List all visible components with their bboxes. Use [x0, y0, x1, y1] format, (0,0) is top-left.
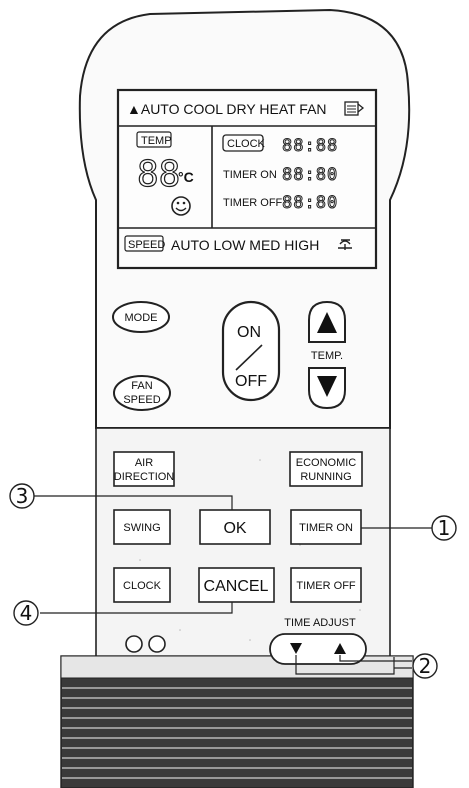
timer-on-button[interactable]: TIMER ON [290, 509, 362, 545]
callout-3-number: 3 [16, 484, 29, 508]
mode-button-label: MODE [125, 312, 158, 324]
economic-running-button[interactable]: ECONOMIC RUNNING [289, 451, 363, 487]
time-adjust-control [269, 633, 367, 665]
arrow-up-small-icon [334, 643, 346, 654]
on-label: ON [237, 324, 261, 341]
temp-label: TEMP. [311, 350, 343, 362]
timer-on-label: TIMER ON [299, 522, 353, 534]
battery-cover [60, 655, 414, 788]
callout-2: 2 [412, 653, 438, 679]
lcd-timer-off-value: 88:80 [282, 193, 338, 213]
fan-speed-label-2: SPEED [123, 394, 160, 406]
arrow-down-small-icon [290, 643, 302, 654]
air-direction-button[interactable]: AIR DIRECTION [113, 451, 175, 487]
air-direction-label-1: AIR [135, 457, 153, 469]
temp-up-button[interactable] [308, 300, 346, 343]
callout-4-number: 4 [20, 601, 33, 625]
fan-speed-button[interactable]: FAN SPEED [113, 375, 171, 411]
clock-label: CLOCK [123, 580, 162, 592]
fan-speed-label-1: FAN [131, 380, 152, 392]
ok-label: OK [223, 520, 246, 537]
callout-lines [32, 495, 432, 675]
lcd-clock-value: 88:88 [282, 136, 338, 156]
temp-down-button[interactable] [308, 367, 346, 410]
indicator-led-right [148, 635, 166, 653]
lcd-timer-off-label: TIMER OFF [223, 197, 283, 209]
on-off-button[interactable]: ON OFF [221, 300, 281, 402]
mode-button[interactable]: MODE [112, 301, 170, 333]
lcd-mode-row: ▲AUTO COOL DRY HEAT FAN [127, 101, 327, 117]
indicator-led-left [125, 635, 143, 653]
off-label: OFF [235, 373, 267, 390]
callout-2-number: 2 [419, 654, 432, 678]
lcd-speed-row: AUTO LOW MED HIGH [171, 237, 319, 253]
clock-button[interactable]: CLOCK [113, 567, 171, 603]
lcd-temp-digits: 88 [137, 154, 180, 195]
callout-4: 4 [13, 600, 39, 626]
swing-button[interactable]: SWING [113, 509, 171, 545]
smiley-icon [171, 196, 191, 216]
economic-label-2: RUNNING [300, 471, 351, 483]
lcd-timer-on-label: TIMER ON [223, 169, 277, 181]
callout-3: 3 [9, 483, 35, 509]
air-direction-label-2: DIRECTION [114, 471, 175, 483]
cancel-button[interactable]: CANCEL [198, 567, 275, 603]
economic-label-1: ECONOMIC [296, 457, 357, 469]
cancel-label: CANCEL [204, 578, 269, 595]
fan-speed-icon [338, 239, 352, 250]
lcd-speed-label: SPEED [128, 239, 165, 251]
lcd-temp-unit: °C [178, 169, 194, 185]
ok-button[interactable]: OK [199, 509, 271, 545]
callout-1: 1 [431, 515, 457, 541]
lcd-clock-label: CLOCK [227, 138, 266, 150]
time-adjust-up-button[interactable] [334, 643, 346, 654]
lcd-timer-on-value: 88:80 [282, 165, 338, 185]
time-adjust-label: TIME ADJUST [284, 617, 356, 629]
timer-off-label: TIMER OFF [296, 580, 356, 592]
lcd-display: ▲AUTO COOL DRY HEAT FAN TEMP 88 °C CLOCK… [116, 88, 378, 270]
time-adjust-down-button[interactable] [290, 643, 302, 654]
callout-1-number: 1 [438, 516, 451, 540]
lcd-temp-label: TEMP [141, 135, 172, 147]
arrow-up-icon [317, 312, 337, 333]
arrow-down-icon [317, 376, 337, 397]
swing-label: SWING [123, 522, 160, 534]
timer-off-button[interactable]: TIMER OFF [290, 567, 362, 603]
lcd-document-icon [344, 101, 365, 116]
